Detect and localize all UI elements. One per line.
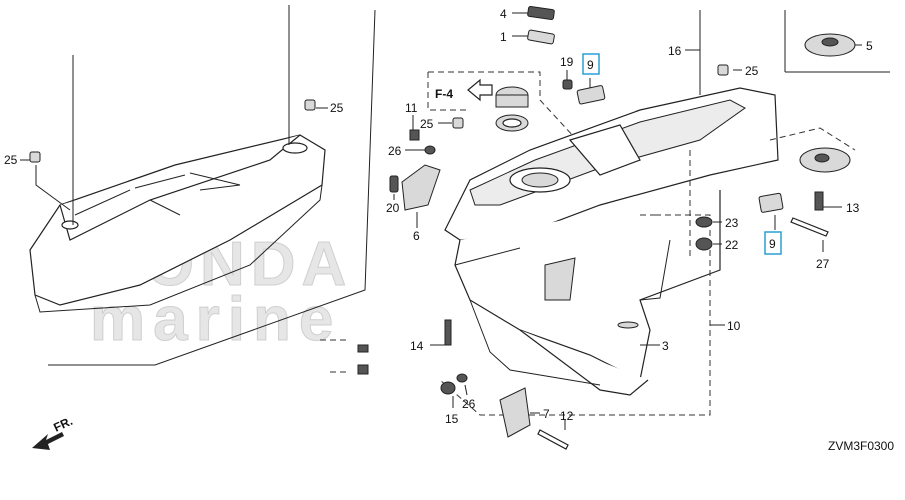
bracket-7 <box>499 387 531 438</box>
watermark-marine: marine <box>90 285 341 354</box>
callout-7: 7 <box>543 407 550 421</box>
front-label: FR. <box>51 414 74 435</box>
washer-23 <box>695 216 713 228</box>
callout-26-top: 26 <box>388 144 402 158</box>
callout-10: 10 <box>727 319 741 333</box>
callout-11: 11 <box>405 101 418 115</box>
callout-25-left-top: 25 <box>330 101 344 115</box>
callout-25-right: 25 <box>745 64 759 78</box>
callout-12: 12 <box>560 409 574 423</box>
bracket-6 <box>401 164 441 211</box>
bracket-10-leader <box>439 214 711 416</box>
callout-5: 5 <box>866 39 873 53</box>
callout-1: 1 <box>500 30 507 44</box>
bolt-13 <box>814 191 824 211</box>
bolt-27 <box>790 217 829 237</box>
callout-9-right: 9 <box>769 237 776 251</box>
f4-arrow-icon <box>467 78 493 102</box>
gear-case <box>444 87 779 396</box>
callout-9-top: 9 <box>587 58 594 72</box>
extension-case-detail <box>29 5 376 366</box>
callout-4: 4 <box>500 7 507 21</box>
bolt-11 <box>409 129 420 141</box>
callout-16: 16 <box>668 44 682 58</box>
callout-23: 23 <box>725 216 739 230</box>
callout-3: 3 <box>662 339 669 353</box>
f4-reference-group: F-4 <box>427 71 576 139</box>
washer-26-top <box>424 145 436 155</box>
callout-26-bottom: 26 <box>462 397 476 411</box>
bolt-12 <box>537 429 569 450</box>
callout-19: 19 <box>560 55 574 69</box>
anode-disk <box>769 127 856 173</box>
anode-9-right <box>758 192 784 213</box>
callout-13: 13 <box>846 201 860 215</box>
washer-19 <box>562 79 573 90</box>
anode-9-top <box>576 85 606 105</box>
callout-20: 20 <box>386 201 400 215</box>
part-1 <box>527 29 555 45</box>
diagram-code: ZVM3F0300 <box>828 439 894 453</box>
grommet-20 <box>389 175 399 193</box>
callout-15: 15 <box>445 412 459 426</box>
leader-lines <box>20 12 862 430</box>
callout-22: 22 <box>725 238 739 252</box>
callout-6: 6 <box>413 229 420 243</box>
callout-25-mid: 25 <box>420 117 434 131</box>
bolt-14 <box>444 319 452 346</box>
front-direction-icon: FR. <box>32 414 75 450</box>
plug-cap-5 <box>804 33 856 57</box>
part-4 <box>527 5 555 21</box>
callout-25-left: 25 <box>4 153 18 167</box>
callout-14: 14 <box>410 339 424 353</box>
washer-26-bottom <box>456 373 468 383</box>
nut-22 <box>695 237 713 251</box>
bolt-15 <box>440 381 456 395</box>
f4-label: F-4 <box>435 87 453 101</box>
callout-27: 27 <box>816 257 830 271</box>
